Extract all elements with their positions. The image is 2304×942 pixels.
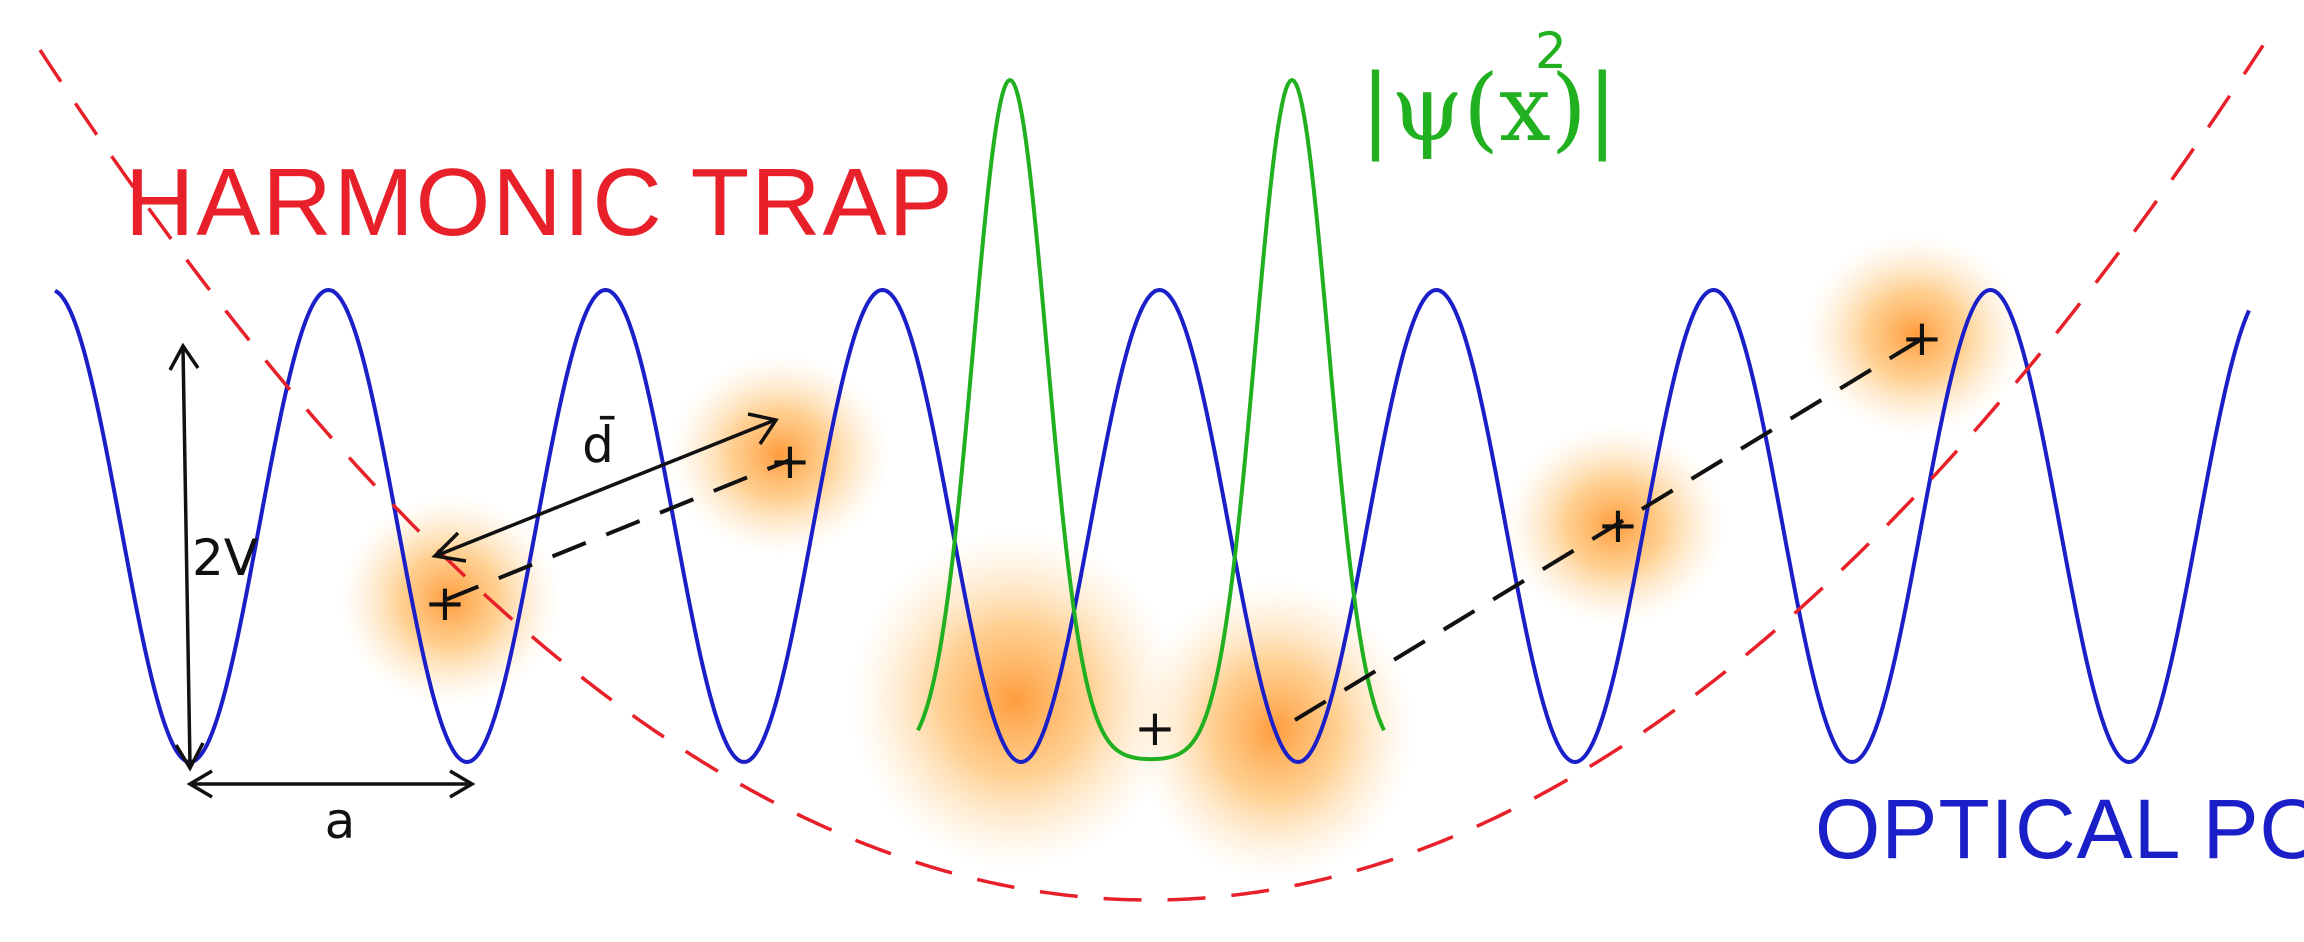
- atom-glow: [850, 530, 1180, 870]
- depth-label: 2V: [192, 529, 258, 587]
- spacing-arrow: [186, 769, 476, 799]
- wavefunction-exponent: 2: [1535, 22, 1567, 80]
- atom-glow: [1805, 235, 2025, 435]
- atom-marker: +: [424, 574, 466, 632]
- atom-marker: +: [769, 432, 811, 490]
- atom-marker: +: [1597, 496, 1639, 554]
- optical-potential-curve: [54, 287, 2251, 765]
- optical-potential-label: OPTICAL POTENTIAL: [1815, 782, 2304, 876]
- distance-label: d̄: [582, 415, 614, 474]
- atom-glows: [340, 235, 2025, 880]
- distance-arrow: [431, 412, 779, 563]
- harmonic-trap-curve: [38, 44, 2265, 902]
- dashed-link-right: [1293, 338, 1922, 722]
- atom-marker: +: [1134, 699, 1176, 757]
- dashed-link-left: [444, 458, 791, 602]
- spacing-label: a: [325, 792, 356, 850]
- atom-marker: +: [1901, 309, 1943, 367]
- atom-markers: + + + + +: [424, 309, 1943, 757]
- depth-arrow: [168, 342, 205, 772]
- harmonic-trap-label: HARMONIC TRAP: [125, 149, 955, 256]
- wavefunction-label: |ψ(x)|: [1360, 55, 1618, 162]
- wavefunction-curve: [916, 77, 1386, 762]
